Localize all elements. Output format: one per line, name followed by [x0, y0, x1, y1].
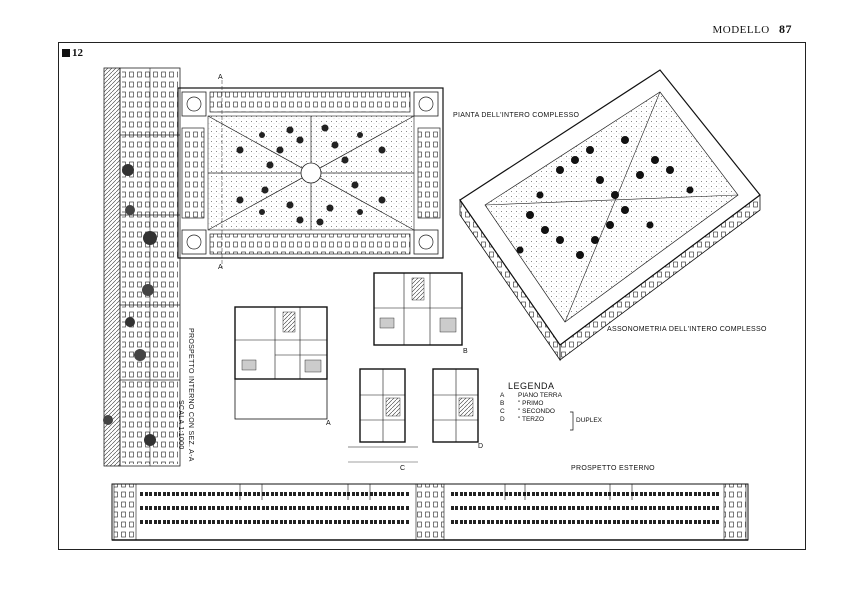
- legend-item: D" TERZO: [500, 416, 545, 423]
- legend-bracket: [570, 411, 574, 431]
- unit-b-label: B: [463, 348, 468, 355]
- unit-d-label: D: [478, 443, 484, 450]
- legend-duplex-label: DUPLEX: [576, 417, 603, 424]
- internal-elevation-label: PROSPETTO INTERNO CON SEZ. A-A: [187, 328, 194, 462]
- legend-item: C" SECONDO: [500, 408, 555, 415]
- unit-c-label: C: [400, 465, 406, 472]
- axonometry-label: ASSONOMETRIA DELL'INTERO COMPLESSO: [607, 326, 767, 333]
- unit-plan-a: [234, 306, 328, 420]
- internal-elevation-drawing: [103, 67, 181, 467]
- external-elevation-label: PROSPETTO ESTERNO: [571, 465, 655, 472]
- header-title: MODELLO: [712, 24, 770, 36]
- section-marker-top: A: [218, 74, 223, 81]
- legend-item: B" PRIMO: [500, 400, 544, 407]
- unit-plan-d: [432, 368, 479, 443]
- page-header: MODELLO 87: [712, 22, 792, 37]
- plan-label: PIANTA DELL'INTERO COMPLESSO: [453, 112, 580, 119]
- unit-a-label: A: [326, 420, 331, 427]
- axonometry-drawing: [459, 69, 761, 362]
- external-elevation-drawing: [111, 483, 749, 541]
- figure-number: 12: [62, 47, 83, 59]
- page-number: 87: [779, 22, 792, 36]
- figure-frame: [58, 42, 806, 550]
- unit-plan-c: [348, 368, 418, 463]
- legend-title: LEGENDA: [508, 381, 555, 391]
- scale-label: SCALA 1:1000: [177, 400, 184, 450]
- figure-number-text: 12: [72, 47, 83, 59]
- site-plan: [177, 80, 444, 268]
- unit-plan-b: [373, 272, 463, 346]
- square-icon: [62, 49, 70, 57]
- section-marker-bottom: A: [218, 264, 223, 271]
